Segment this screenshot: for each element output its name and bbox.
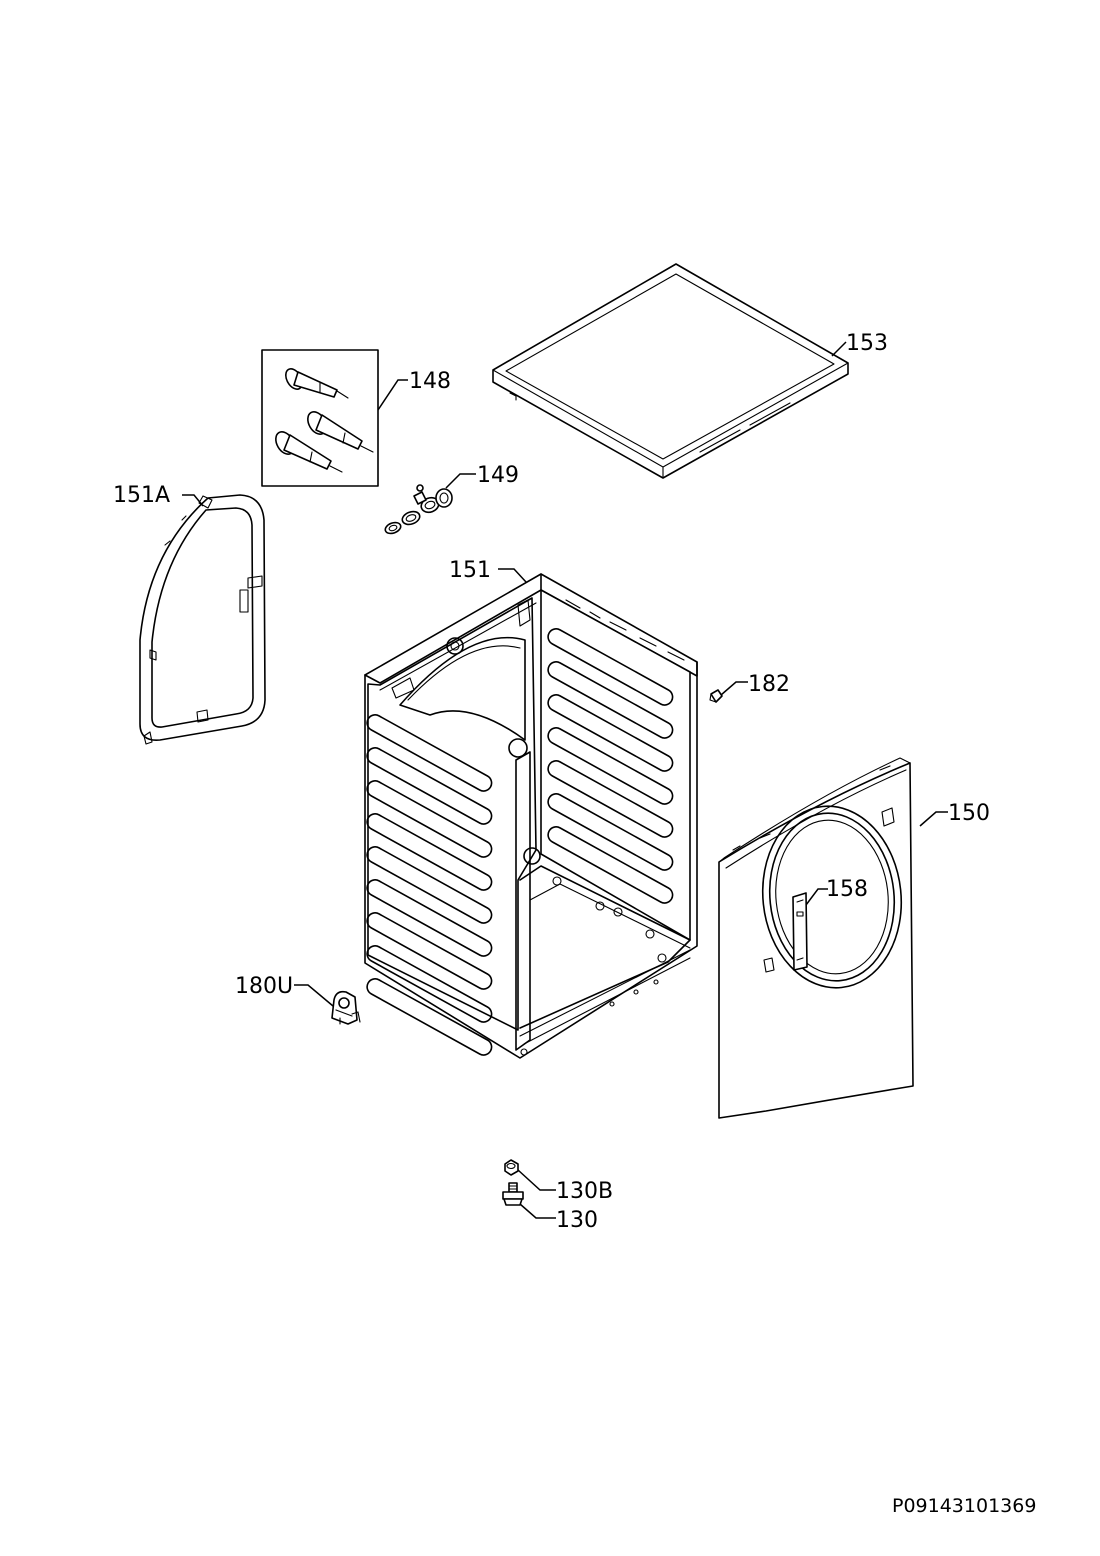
label-180U: 180U <box>235 974 293 999</box>
part-158-latch-plate[interactable] <box>792 892 808 971</box>
part-182-clip[interactable] <box>709 689 723 703</box>
callout-150: 150 <box>919 801 990 827</box>
callout-148: 148 <box>377 369 451 411</box>
part-148-transit-bolts[interactable] <box>261 349 379 487</box>
callout-158: 158 <box>805 877 868 906</box>
part-130B-nut[interactable] <box>504 1159 519 1176</box>
part-149-hole-caps[interactable] <box>384 484 453 535</box>
label-149: 149 <box>477 463 519 488</box>
part-153-top-cover[interactable] <box>492 263 849 479</box>
callout-180U: 180U <box>235 974 334 1007</box>
transit-bolt-3 <box>275 431 343 473</box>
callout-151: 151 <box>449 558 527 583</box>
part-150-front-panel[interactable] <box>718 757 914 1119</box>
left-panel-ribs <box>366 714 493 1056</box>
part-151-cabinet[interactable] <box>364 573 698 1059</box>
label-182: 182 <box>748 672 790 697</box>
label-153: 153 <box>846 331 888 356</box>
callout-151A: 151A <box>113 483 204 508</box>
document-id: P09143101369 <box>892 1495 1036 1517</box>
label-130B: 130B <box>556 1179 613 1204</box>
transit-bolt-2 <box>307 411 374 453</box>
label-158: 158 <box>826 877 868 902</box>
right-panel-ribs <box>547 628 674 904</box>
label-151A: 151A <box>113 483 170 508</box>
part-130-foot[interactable] <box>502 1182 524 1206</box>
part-151A-frame-seal[interactable] <box>139 494 266 745</box>
label-150: 150 <box>948 801 990 826</box>
label-130: 130 <box>556 1208 598 1233</box>
part-180U-bracket[interactable] <box>331 990 361 1025</box>
label-148: 148 <box>409 369 451 394</box>
callout-153: 153 <box>831 331 888 357</box>
label-151: 151 <box>449 558 491 583</box>
callout-149: 149 <box>445 463 519 489</box>
callout-130B: 130B <box>517 1169 613 1204</box>
callout-130: 130 <box>519 1203 598 1233</box>
callout-182: 182 <box>720 672 790 697</box>
transit-bolt-1 <box>285 368 349 399</box>
